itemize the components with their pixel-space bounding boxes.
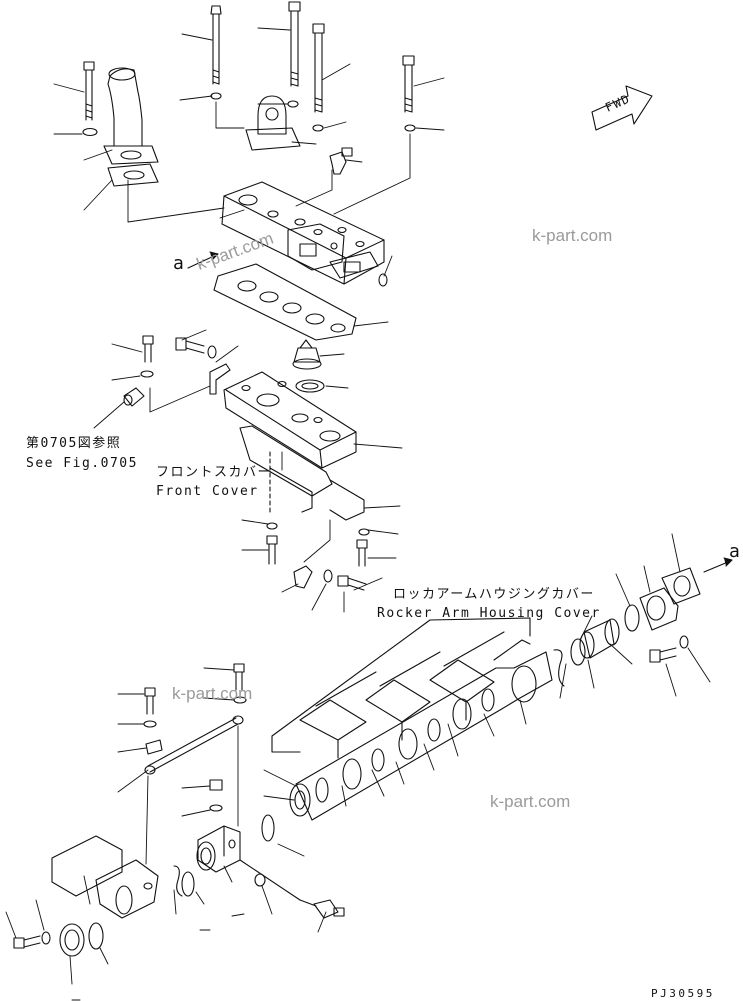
sensor-fitting (240, 860, 300, 900)
ref-a-top: a (173, 253, 184, 274)
washer-bottom (324, 570, 332, 582)
ref-arrow-right-head (724, 558, 732, 566)
small-bracket-bottom (294, 566, 312, 588)
plug-lower (210, 780, 222, 790)
bolt-horizontal (176, 338, 204, 353)
o-ring-right-2 (625, 605, 639, 631)
cap-lower (60, 924, 84, 956)
gasket-elbow (108, 164, 158, 186)
ref-arrow-right (704, 562, 728, 572)
gasket-right (662, 568, 700, 604)
washer-plug-lower (210, 805, 222, 811)
washer-left-bottom (42, 932, 50, 944)
hose-clip-lower (174, 866, 182, 896)
washer-horizontal (208, 346, 216, 358)
o-ring-lower-2 (182, 872, 194, 896)
fwd-arrow-icon (592, 86, 652, 130)
bolt-top-mid1 (211, 6, 221, 84)
ref-arrow-top (188, 256, 214, 268)
bracket-small (210, 364, 230, 394)
washer-top-left (83, 129, 97, 136)
watermark: k-part.com (172, 684, 253, 703)
connector-tube-right (580, 619, 619, 658)
plug-small (379, 274, 387, 286)
ref-a-right: a (729, 541, 740, 562)
rocker-cover-label-jp: ロッカアームハウジングカバー (393, 587, 595, 602)
bolt-top-mid2 (289, 2, 300, 86)
connector-plug (124, 388, 144, 406)
front-cover (240, 426, 364, 520)
washer-front-1 (267, 523, 277, 529)
connector-housing (197, 826, 240, 872)
washer-mid3 (313, 125, 323, 131)
bolt-front-1 (267, 536, 277, 564)
washer-mid2 (288, 101, 298, 107)
washer-mid1 (211, 93, 221, 99)
bolt-front-2 (357, 540, 367, 566)
elbow-pipe (104, 68, 158, 164)
hose-clip (554, 650, 564, 686)
bolt-left-bottom (14, 936, 40, 948)
manifold-gasket (214, 264, 356, 340)
washer-mid-left (141, 371, 153, 377)
rocker-cover-label-en: Rocker Arm Housing Cover (377, 606, 601, 621)
see-fig-label-en: See Fig.0705 (26, 456, 138, 471)
outlet-housing (52, 836, 158, 918)
bolt-top-mid3 (313, 24, 324, 112)
bolt-top-right (403, 56, 414, 112)
o-ring-right-1 (571, 639, 585, 665)
connector-pipes (290, 652, 552, 820)
front-cover-label-jp: フロントスカバー (156, 465, 273, 480)
watermark: k-part.com (490, 792, 571, 811)
o-ring-lower-3 (89, 923, 103, 949)
thermostat-housing (224, 372, 356, 468)
washer-top-right (405, 125, 415, 131)
thermostat-seal (296, 380, 324, 392)
water-manifold (222, 182, 384, 284)
bolt-right-lower (650, 648, 676, 662)
clip-lower (146, 740, 162, 754)
bolt-top-left (84, 62, 94, 120)
bolt-bottom (338, 576, 366, 590)
leader-lines (6, 28, 710, 1000)
watermark: k-part.com (532, 226, 613, 245)
sensor-connector (300, 900, 344, 918)
flange-right (640, 588, 678, 630)
o-ring-lower-1 (262, 815, 274, 841)
front-cover-label-en: Front Cover (156, 484, 259, 499)
bolt-mid-left (143, 336, 153, 362)
ref-arrow-top-head (210, 252, 218, 260)
bolt-lower-1 (234, 664, 244, 690)
tie-rod (145, 716, 243, 774)
washer-right-lower (680, 636, 688, 648)
bolt-lower-2 (145, 688, 155, 714)
rocker-arm-housing-covers (272, 618, 530, 758)
thermostat (293, 340, 321, 369)
washer-front-2 (359, 529, 369, 535)
washer-lower-2 (144, 721, 156, 727)
drawing-code: PJ30595 (651, 987, 715, 1000)
see-fig-label-jp: 第0705図参照 (26, 436, 122, 451)
elbow-fitting (330, 148, 352, 174)
